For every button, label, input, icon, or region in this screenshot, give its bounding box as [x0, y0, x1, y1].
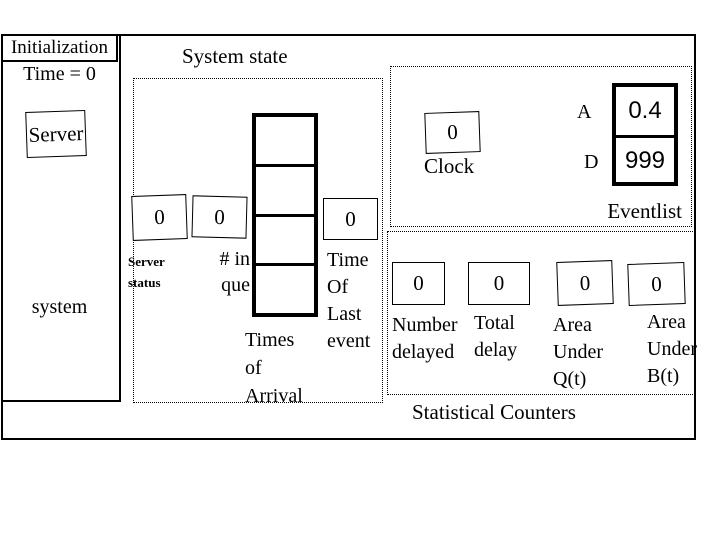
number-delayed-value: 0	[413, 271, 424, 295]
total-delay-value: 0	[493, 271, 505, 295]
number-delayed-box: 0	[392, 262, 445, 305]
event-key-arrival: A	[577, 101, 592, 123]
total-delay-box: 0	[468, 262, 530, 305]
initialization-title-box: Initialization	[1, 34, 118, 62]
queue-stack	[252, 113, 318, 317]
clock-value: 0	[446, 119, 459, 145]
eventlist-label: Eventlist	[607, 199, 682, 223]
area-under-q-box: 0	[556, 260, 614, 306]
eventlist-box: 0.4 999	[612, 83, 678, 186]
clock-eventlist-region	[390, 66, 692, 227]
area-under-b-box: 0	[627, 262, 686, 306]
initialization-title: Initialization	[10, 37, 109, 58]
statistical-counters-title: Statistical Counters	[412, 400, 576, 424]
initialization-panel	[1, 34, 121, 402]
time-of-last-event-box: 0	[323, 198, 378, 240]
area-under-b-value: 0	[650, 271, 663, 296]
event-value-departure: 999	[616, 134, 674, 186]
area-under-b-label: Area Under B(t)	[647, 311, 697, 387]
system-label: system	[31, 296, 88, 318]
queue-cell	[256, 263, 314, 313]
area-under-q-label: Area Under Q(t)	[553, 314, 603, 390]
event-key-departure: D	[584, 151, 599, 173]
time-zero-label: Time = 0	[23, 63, 96, 85]
time-of-last-event-value: 0	[345, 206, 356, 231]
server-status-label: Server status	[128, 254, 165, 290]
num-in-queue-label: # in que	[219, 248, 250, 296]
server-status-value: 0	[153, 204, 166, 230]
queue-cell	[256, 163, 314, 214]
server-label: Server	[28, 120, 84, 147]
queue-cell	[256, 117, 314, 164]
statistical-counters-region	[387, 231, 695, 395]
time-of-last-event-label: Time Of Last event	[327, 249, 371, 352]
area-under-q-value: 0	[579, 270, 591, 295]
num-in-queue-box: 0	[191, 195, 248, 239]
number-delayed-label: Number delayed	[392, 314, 458, 363]
server-status-box: 0	[131, 194, 188, 241]
queue-cell	[256, 213, 314, 264]
clock-label: Clock	[424, 154, 475, 178]
times-of-arrival-label: Times of Arrival	[245, 329, 303, 407]
server-box: Server	[25, 109, 87, 159]
clock-box: 0	[424, 111, 481, 154]
num-in-queue-value: 0	[213, 204, 226, 229]
total-delay-label: Total delay	[474, 312, 518, 361]
system-state-title: System state	[182, 44, 288, 68]
event-value-arrival: 0.4	[628, 96, 662, 124]
